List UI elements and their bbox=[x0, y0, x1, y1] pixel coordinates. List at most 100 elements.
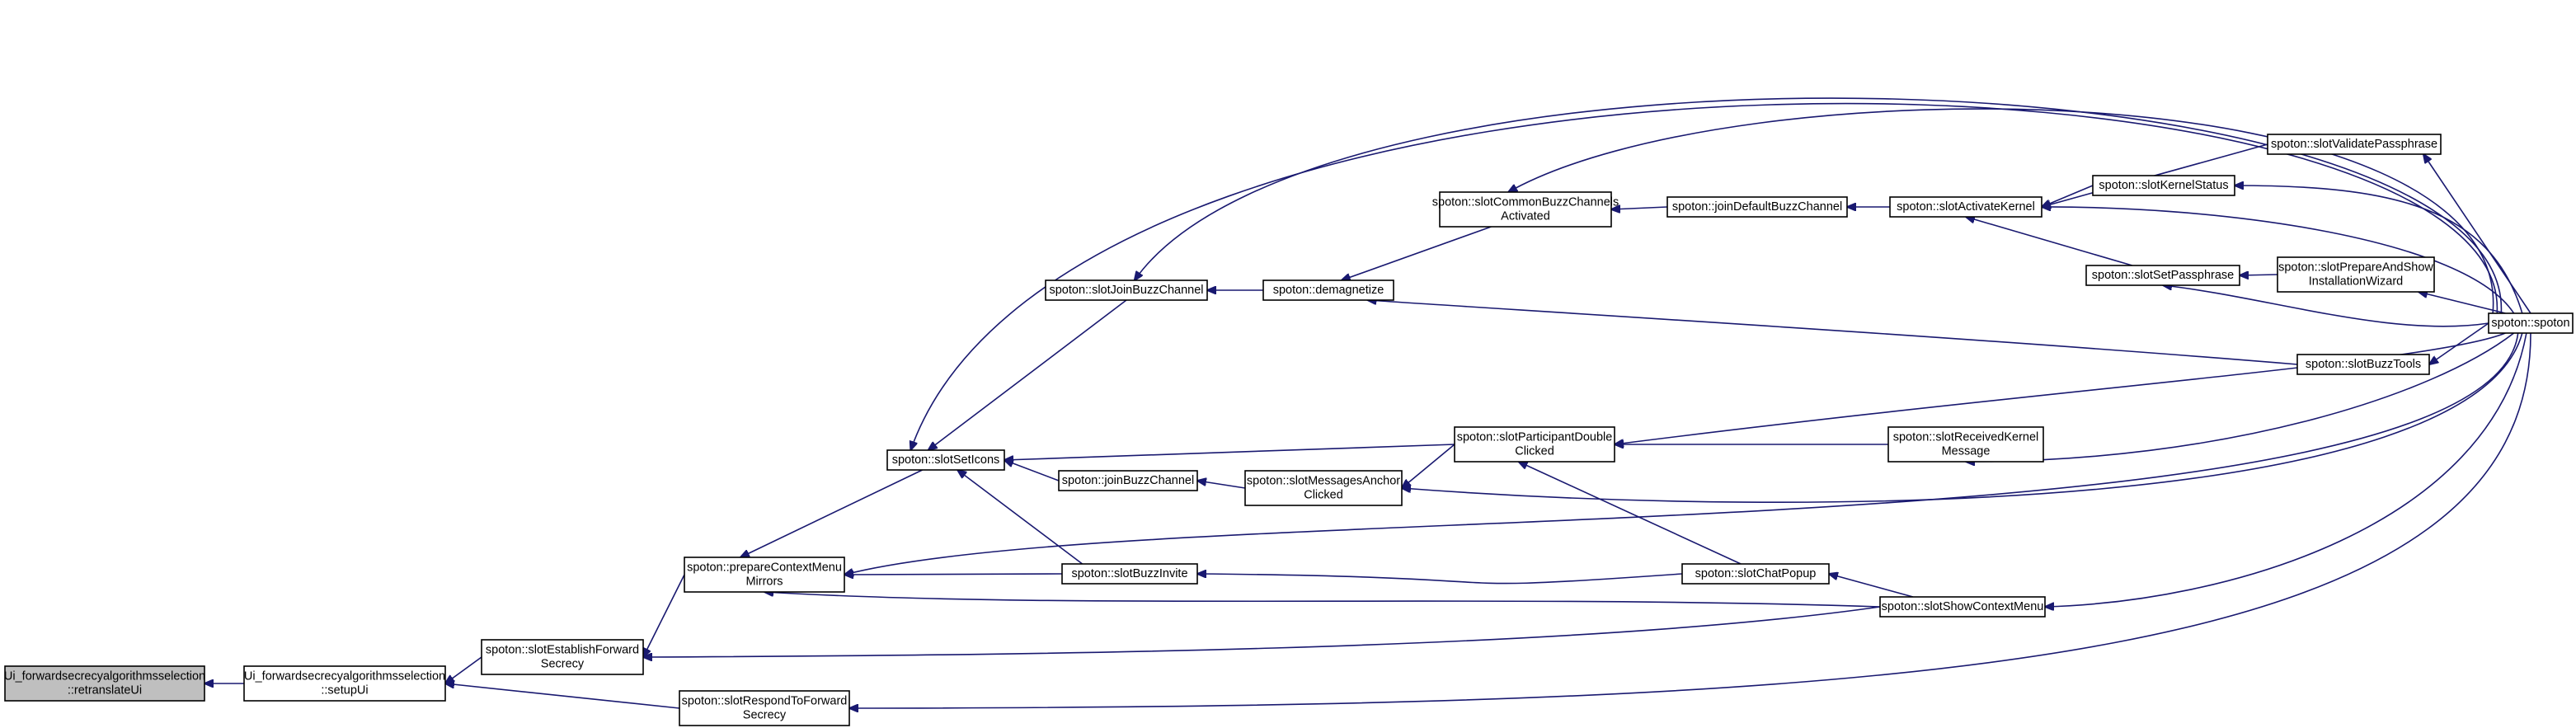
node-box bbox=[1454, 426, 1615, 463]
edge-joinbuzz-to-seticons bbox=[1004, 460, 1060, 481]
node-box bbox=[1889, 196, 2042, 218]
node-activate[interactable]: spoton::slotActivateKernel bbox=[1889, 196, 2042, 218]
edge-participant-to-msgsanchor bbox=[1402, 444, 1455, 488]
node-box bbox=[1061, 563, 1198, 585]
edge-msgsanchor-to-joinbuzz bbox=[1197, 481, 1246, 489]
node-box bbox=[1262, 279, 1394, 301]
nodes: Ui_forwardsecrecyalgorithmsselection::re… bbox=[4, 134, 2574, 726]
edge-joindefault-to-common bbox=[1611, 207, 1668, 209]
node-label-line: InstallationWizard bbox=[2309, 275, 2403, 288]
node-label-line: spoton::slotKernelStatus bbox=[2099, 179, 2228, 192]
node-label-line: Message bbox=[1942, 444, 1991, 458]
edge-kstatus-to-activate bbox=[2042, 185, 2094, 207]
node-label-line: Ui_forwardsecrecyalgorithmsselection bbox=[244, 669, 445, 683]
node-label-line: spoton::slotBuzzTools bbox=[2306, 358, 2421, 371]
node-buzztools[interactable]: spoton::slotBuzzTools bbox=[2296, 354, 2430, 375]
edge-buzzinvite-to-prepare bbox=[844, 574, 1063, 575]
node-joindefault[interactable]: spoton::joinDefaultBuzzChannel bbox=[1666, 196, 1848, 218]
edge-participant-to-seticons bbox=[1004, 444, 1455, 460]
node-kstatus[interactable]: spoton::slotKernelStatus bbox=[2092, 175, 2235, 196]
node-label-line: spoton::slotParticipantDouble bbox=[1457, 430, 1613, 444]
node-label-line: spoton::slotReceivedKernel bbox=[1893, 430, 2039, 444]
node-spoton[interactable]: spoton::spoton bbox=[2488, 312, 2574, 334]
node-box bbox=[481, 639, 644, 675]
edge-seticons-to-prepare bbox=[740, 469, 923, 557]
edge-spoton-to-showctx bbox=[2045, 332, 2527, 607]
node-label-line: Clicked bbox=[1304, 488, 1343, 501]
node-box bbox=[1244, 470, 1403, 506]
edge-showctx-to-establish bbox=[643, 606, 1881, 657]
node-label-line: Secrecy bbox=[743, 708, 787, 721]
node-joinbuzzslot[interactable]: spoton::slotJoinBuzzChannel bbox=[1045, 279, 1208, 301]
edge-spoton-to-buzztools bbox=[2429, 322, 2489, 364]
node-box bbox=[1666, 196, 1848, 218]
edge-respond-to-setupui bbox=[445, 683, 680, 709]
node-label-line: spoton::slotEstablishForward bbox=[486, 643, 639, 656]
node-box bbox=[243, 665, 446, 702]
edge-spoton-to-recvkernel bbox=[1966, 332, 2515, 462]
edge-spoton-to-seticons bbox=[910, 102, 2498, 450]
node-box bbox=[1439, 191, 1612, 228]
node-box bbox=[886, 449, 1005, 471]
node-box bbox=[2085, 265, 2240, 286]
node-validate[interactable]: spoton::slotValidatePassphrase bbox=[2267, 134, 2442, 155]
node-label-line: spoton::slotSetIcons bbox=[892, 453, 1000, 467]
node-box bbox=[2296, 354, 2430, 375]
node-seticons[interactable]: spoton::slotSetIcons bbox=[886, 449, 1005, 471]
node-joinbuzz[interactable]: spoton::joinBuzzChannel bbox=[1058, 470, 1198, 491]
edge-spoton-to-validate bbox=[2423, 154, 2531, 314]
node-box bbox=[4, 665, 205, 702]
node-box bbox=[679, 690, 850, 726]
node-label-line: spoton::slotValidatePassphrase bbox=[2271, 138, 2437, 151]
edge-joinbuzzslot-to-seticons bbox=[928, 299, 1127, 450]
node-label-line: spoton::slotMessagesAnchor bbox=[1247, 474, 1400, 487]
edge-spoton-to-joinbuzzslot bbox=[1135, 97, 2503, 314]
edge-chatpopup-to-buzzinvite bbox=[1197, 574, 1683, 585]
node-label-line: spoton::slotShowContextMenu bbox=[1882, 600, 2044, 613]
edge-common-to-demag bbox=[1342, 226, 1492, 280]
node-label-line: spoton::slotCommonBuzzChannels bbox=[1432, 195, 1619, 209]
node-box bbox=[2277, 256, 2435, 293]
node-label-line: ::setupUi bbox=[321, 683, 368, 697]
node-label-line: spoton::spoton bbox=[2491, 317, 2569, 330]
node-showctx[interactable]: spoton::slotShowContextMenu bbox=[1879, 596, 2046, 618]
node-label-line: spoton::prepareContextMenu bbox=[687, 561, 842, 574]
node-setupui[interactable]: Ui_forwardsecrecyalgorithmsselection::se… bbox=[243, 665, 446, 702]
node-buzzinvite[interactable]: spoton::slotBuzzInvite bbox=[1061, 563, 1198, 585]
node-box bbox=[2267, 134, 2442, 155]
node-prepinstall[interactable]: spoton::slotPrepareAndShowInstallationWi… bbox=[2277, 256, 2435, 293]
node-label-line: spoton::slotJoinBuzzChannel bbox=[1049, 284, 1203, 297]
node-box bbox=[1879, 596, 2046, 618]
node-label-line: spoton::slotBuzzInvite bbox=[1071, 567, 1187, 580]
node-box bbox=[2092, 175, 2235, 196]
node-box bbox=[1887, 426, 2044, 463]
edge-establish-to-setupui bbox=[445, 656, 482, 683]
node-box bbox=[684, 557, 845, 593]
node-label-line: spoton::joinBuzzChannel bbox=[1062, 474, 1194, 487]
node-label-line: Mirrors bbox=[745, 575, 783, 588]
edge-spoton-to-setpass bbox=[2163, 285, 2489, 327]
node-box bbox=[1058, 470, 1198, 491]
edges bbox=[204, 97, 2531, 709]
node-label-line: spoton::slotPrepareAndShow bbox=[2278, 261, 2433, 274]
node-demag[interactable]: spoton::demagnetize bbox=[1262, 279, 1394, 301]
node-box bbox=[1045, 279, 1208, 301]
edge-buzztools-to-demag bbox=[1367, 300, 2298, 365]
node-label-line: spoton::joinDefaultBuzzChannel bbox=[1672, 200, 1842, 214]
edge-buzzinvite-to-seticons bbox=[957, 470, 1084, 565]
node-label-line: Clicked bbox=[1515, 444, 1554, 458]
node-label-line: spoton::demagnetize bbox=[1273, 284, 1384, 297]
edge-showctx-to-prepare bbox=[764, 592, 1881, 608]
node-setpass[interactable]: spoton::slotSetPassphrase bbox=[2085, 265, 2240, 286]
node-retranslate[interactable]: Ui_forwardsecrecyalgorithmsselection::re… bbox=[4, 665, 205, 702]
edge-prepare-to-establish bbox=[643, 574, 685, 657]
node-chatpopup[interactable]: spoton::slotChatPopup bbox=[1681, 563, 1830, 585]
